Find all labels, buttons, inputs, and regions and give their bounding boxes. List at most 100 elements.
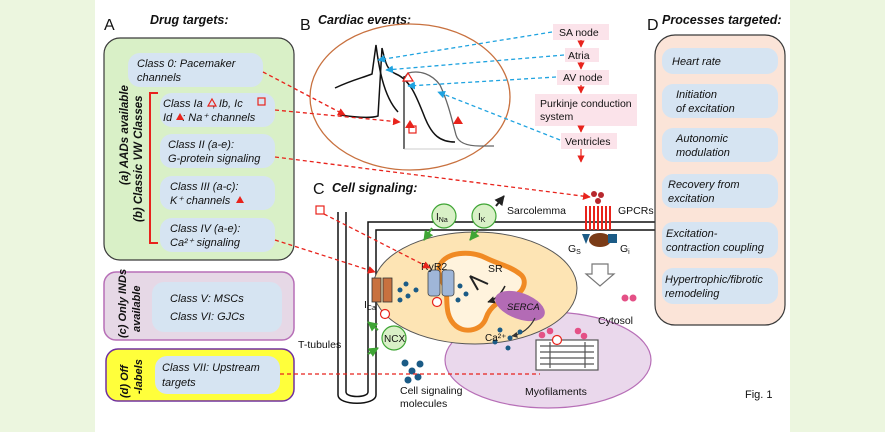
ik-label: IK bbox=[478, 212, 486, 224]
cytosol-label: Cytosol bbox=[598, 315, 633, 327]
class1c-square-marker bbox=[408, 125, 417, 134]
sa-node-label: SA node bbox=[559, 27, 599, 39]
ryr2-label: RyR2 bbox=[421, 261, 447, 273]
cell-signaling-label-1: Cell signaling bbox=[400, 385, 463, 397]
purkinje-label-2: system bbox=[540, 111, 574, 123]
calcium-dots bbox=[397, 281, 523, 351]
open-triangle-icon bbox=[206, 97, 218, 107]
ncx-exchanger bbox=[381, 325, 407, 351]
ryr2-channel-right bbox=[441, 269, 455, 297]
class7-line2: targets bbox=[162, 377, 196, 389]
class2-line1: Class II (a-e): bbox=[168, 139, 234, 151]
atria-label: Atria bbox=[568, 50, 590, 62]
class3-triangle-marker bbox=[453, 116, 463, 124]
atria-to-ap-arrow bbox=[385, 54, 565, 74]
sr-label: SR bbox=[488, 263, 503, 275]
ncx-arrow-in bbox=[367, 347, 379, 357]
t-tubules-label: T-tubules bbox=[298, 339, 341, 351]
serca-uptake-arrow bbox=[511, 317, 536, 338]
ventricular-ap-trace bbox=[403, 71, 494, 147]
class5-6-pill bbox=[152, 282, 282, 332]
process-ec-coupling-2: contraction coupling bbox=[666, 242, 765, 254]
filled-triangle-icon bbox=[176, 113, 184, 120]
t-tubule-outer bbox=[337, 212, 420, 404]
process-autonomic-pill bbox=[662, 128, 778, 162]
ventricles-box bbox=[561, 133, 617, 149]
heart-outline bbox=[309, 23, 511, 171]
group-a-label: (a) AADs available bbox=[119, 84, 131, 185]
process-remodeling-pill bbox=[662, 268, 778, 304]
myofilament-phospho-icon bbox=[551, 334, 563, 346]
ryr2-square-marker bbox=[315, 205, 325, 215]
process-remodeling-2: remodeling bbox=[665, 288, 720, 300]
ligand-dots bbox=[538, 294, 637, 340]
class0-line2: channels bbox=[137, 72, 182, 84]
class0-pill bbox=[128, 53, 263, 87]
class4-line1: Class IV (a-e): bbox=[170, 223, 240, 235]
gs-subunit bbox=[582, 234, 590, 244]
panel-c-letter: C bbox=[313, 181, 325, 198]
group-c-label-2: available bbox=[131, 286, 143, 332]
serca-label: SERCA bbox=[507, 302, 540, 313]
cell-signaling-label-2: molecules bbox=[400, 398, 447, 410]
k-channel-triangle-icon bbox=[236, 196, 244, 203]
ina-channel bbox=[431, 203, 457, 229]
class1-pill bbox=[160, 93, 275, 127]
sarcolemma-label: Sarcolemma bbox=[507, 205, 566, 217]
sa-node-to-ap-arrow bbox=[377, 31, 553, 63]
process-autonomic-2: modulation bbox=[676, 147, 730, 159]
purkinje-box bbox=[535, 94, 637, 126]
panel-c-title: Cell signaling: bbox=[332, 181, 417, 195]
gi-label: Gi bbox=[620, 243, 630, 256]
ik-arrow-in bbox=[469, 229, 480, 241]
class2-line2: G-protein signaling bbox=[168, 153, 261, 165]
class2-pill bbox=[160, 134, 275, 168]
process-remodeling-1: Hypertrophic/fibrotic bbox=[665, 274, 763, 286]
gi-subunit bbox=[608, 234, 617, 243]
process-recovery-2: excitation bbox=[668, 193, 714, 205]
signaling-molecule-dots bbox=[401, 359, 424, 384]
ica-phospho-icon bbox=[379, 308, 391, 320]
class6-label: Class VI: GJCs bbox=[170, 311, 245, 323]
process-recovery-1: Recovery from bbox=[668, 179, 740, 191]
process-initiation-pill bbox=[662, 84, 778, 118]
panel-b-title: Cardiac events: bbox=[318, 13, 411, 27]
serca-pump bbox=[495, 290, 545, 322]
ncx-label: NCX bbox=[384, 334, 405, 345]
ica-channel-left bbox=[371, 277, 382, 303]
av-node-to-ap-arrow bbox=[407, 76, 557, 90]
ventricles-label: Ventricles bbox=[565, 136, 611, 148]
class2-target-arrow bbox=[274, 156, 591, 200]
square-to-ryr2-arrow bbox=[323, 213, 431, 269]
open-square-icon bbox=[257, 97, 266, 106]
process-initiation-1: Initiation bbox=[676, 89, 717, 101]
gpcr-ligand-dots bbox=[591, 191, 604, 204]
group-d-label-2: -labels bbox=[133, 359, 145, 394]
process-autonomic-1: Autonomic bbox=[675, 133, 728, 145]
panel-b-letter: B bbox=[300, 17, 311, 34]
sa-node-ap-trace bbox=[334, 44, 399, 113]
av-node-label: AV node bbox=[563, 72, 603, 84]
figure-label: Fig. 1 bbox=[745, 389, 773, 401]
ventricles-to-ap-arrow bbox=[437, 90, 561, 141]
class4-target-arrow bbox=[274, 239, 376, 274]
class5-label: Class V: MSCs bbox=[170, 293, 244, 305]
panel-a-title: Drug targets: bbox=[150, 13, 228, 27]
panel-a-letter: A bbox=[104, 17, 115, 34]
ica-channel-right bbox=[382, 277, 393, 303]
signaling-down-arrow bbox=[584, 263, 616, 287]
class-bracket bbox=[149, 92, 158, 244]
ryr2-phospho-icon bbox=[431, 296, 443, 308]
atria-box bbox=[565, 48, 599, 62]
panel-d-title: Processes targeted: bbox=[662, 13, 782, 27]
av-node-box bbox=[557, 70, 609, 85]
g-protein-body bbox=[589, 233, 611, 247]
ryr2-channel-left bbox=[427, 269, 441, 297]
sarcomere-lines bbox=[535, 339, 599, 371]
class7-line1: Class VII: Upstream bbox=[162, 362, 260, 374]
ina-label: INa bbox=[436, 212, 448, 224]
process-heart-rate: Heart rate bbox=[672, 56, 721, 68]
ca2-label: Ca²⁺ bbox=[485, 333, 506, 344]
class1d-triangle-marker bbox=[405, 120, 415, 128]
